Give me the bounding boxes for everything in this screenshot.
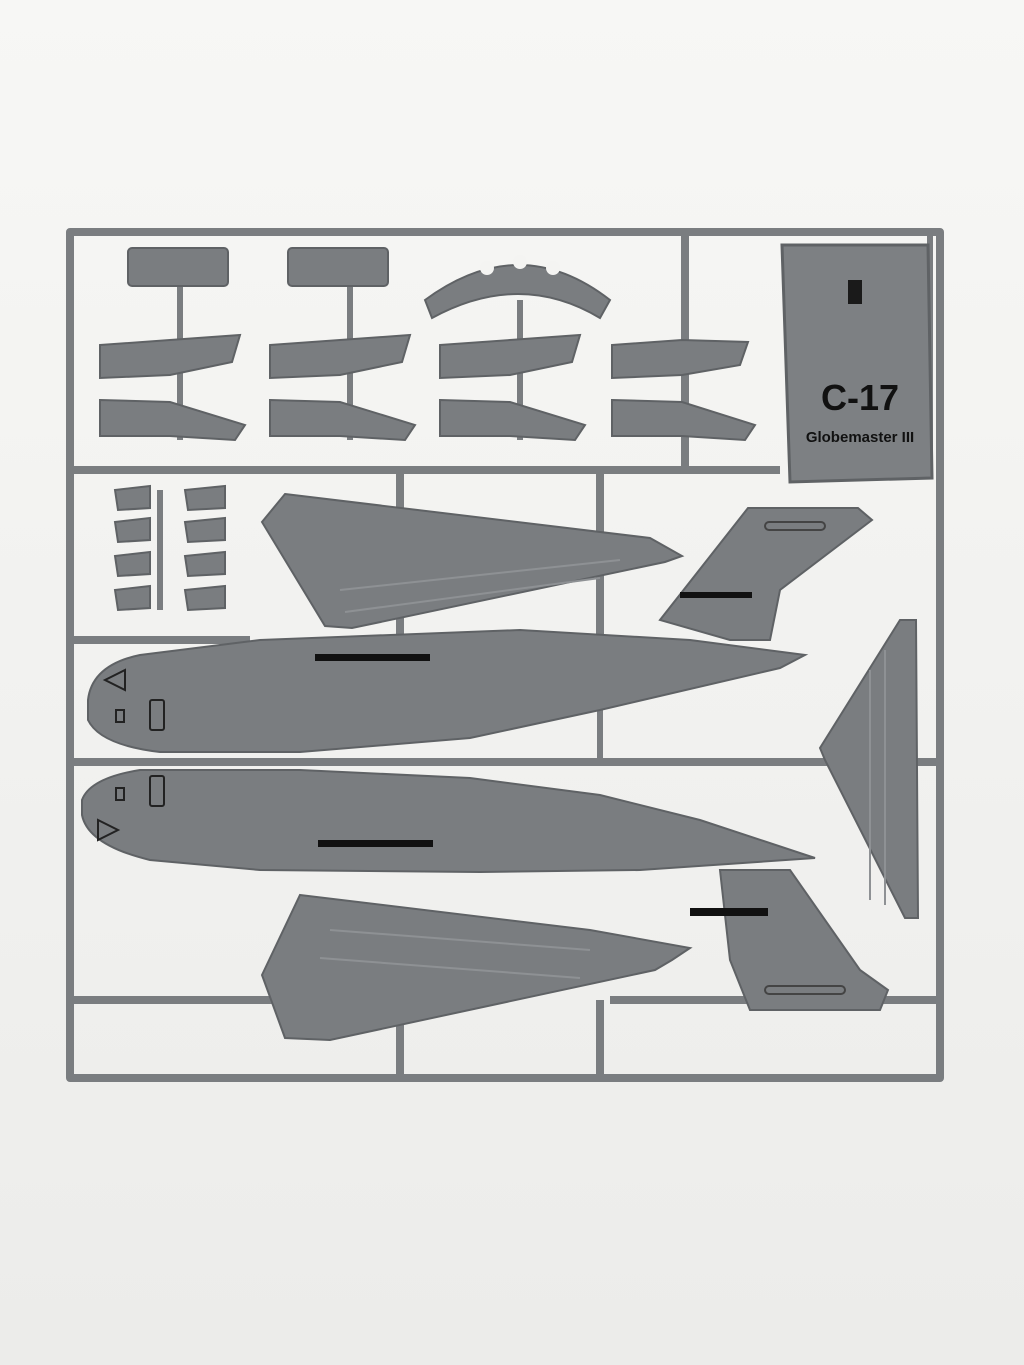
fuselage-half-upper: [87, 628, 809, 753]
wing-lower: [260, 893, 693, 1042]
vertical-tail: [818, 619, 920, 919]
stabilizer-upper: [658, 507, 874, 641]
fuselage-slot-upper: [315, 654, 430, 661]
stand-title: C-17: [821, 377, 899, 418]
stand-subtitle: Globemaster III: [806, 429, 914, 446]
stabilizer-slot: [680, 592, 752, 598]
fuselage-slot-lower: [318, 840, 433, 847]
stabilizer-slot-lower: [690, 908, 768, 916]
engine-nacelles: [99, 333, 757, 442]
small-flap-parts: [113, 484, 226, 612]
curved-bracket-part: [423, 255, 612, 320]
stand-mount-slot: [848, 280, 862, 304]
engine-pylon-blocks: [127, 247, 389, 287]
display-stand: C-17 Globemaster III: [780, 243, 934, 484]
wing-upper: [260, 492, 685, 630]
stabilizer-lower: [690, 869, 890, 1011]
fuselage-half-lower: [81, 769, 816, 874]
